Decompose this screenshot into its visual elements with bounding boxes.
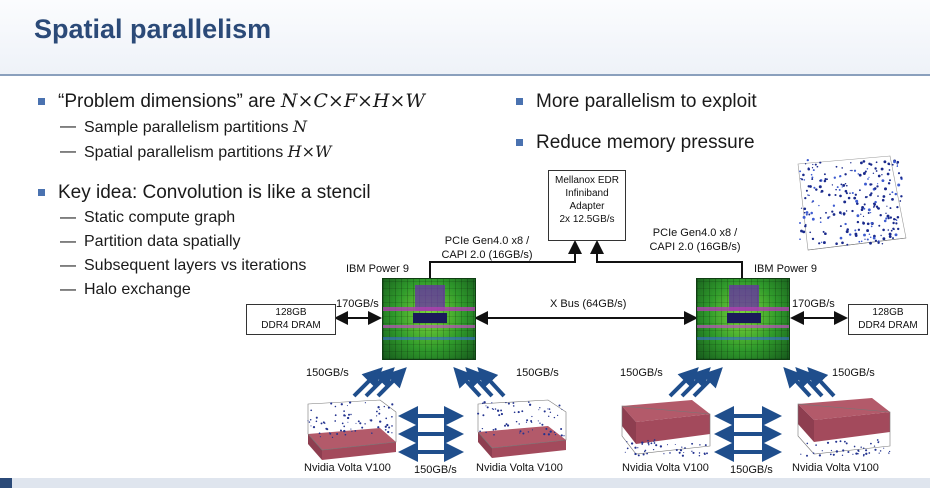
slide-footer-bar [0,478,930,488]
gpu-bw-label: 150GB/s [516,367,559,379]
gpu-label: Nvidia Volta V100 [476,462,563,474]
sub-bullet-item: — Subsequent layers vs iterations [38,254,468,278]
adapter-line: Mellanox EDR [555,175,619,186]
cpu-left-label: IBM Power 9 [346,263,409,275]
dram-line: DDR4 DRAM [858,320,918,331]
sub-bullet-math: H×W [287,142,332,161]
sub-bullet-text: Partition data spatially [84,233,241,250]
slide-title: Spatial parallelism [34,14,272,44]
dram-left-box: 128GB DDR4 DRAM [246,304,336,335]
pcie-left-link [429,240,582,278]
sub-bullet-sample-parallelism: — Sample parallelism partitions N [38,115,468,140]
bullet-square-icon [38,98,45,105]
sub-bullet-text: Halo exchange [84,281,191,298]
gpu-label: Nvidia Volta V100 [792,462,879,474]
dram-line: 128GB [872,307,904,318]
gpu-data-cube-3 [621,400,711,457]
nvlink-bw-label: 150GB/s [730,464,773,476]
dash-icon: — [60,233,76,250]
pcie-left-label: PCIe Gen4.0 x8 / CAPI 2.0 (16GB/s) [432,234,542,262]
right-bullet-list: More parallelism to exploit Reduce memor… [516,88,816,170]
bullet-math: N×C×F×H×W [280,90,425,112]
adapter-line: Infiniband [565,188,609,199]
sub-bullet-item: — Static compute graph [38,206,468,230]
adapter-line: Adapter [569,201,605,212]
dash-icon: — [60,257,76,274]
gpu-data-cube-4 [797,398,891,457]
sub-bullet-math: N [292,117,307,136]
bullet-key-idea: Key idea: Convolution is like a stencil [38,179,468,206]
bullet-problem-dimensions: “Problem dimensions” are N×C×F×H×W [38,88,468,115]
sub-bullet-text: Sample parallelism partitions [84,119,293,136]
bullet-text: Key idea: Convolution is like a stencil [58,182,371,203]
sub-bullet-text: Subsequent layers vs iterations [84,257,307,274]
dash-icon: — [60,118,76,135]
gpu-label: Nvidia Volta V100 [304,462,391,474]
sub-bullet-text: Static compute graph [84,209,236,226]
pcie-right-link [590,240,743,278]
left-bullet-list: “Problem dimensions” are N×C×F×H×W — Sam… [38,88,468,302]
bullet-more-parallelism: More parallelism to exploit [516,88,816,115]
nvlink-bw-label: 150GB/s [414,464,457,476]
xbus-label: X Bus (64GB/s) [550,298,627,310]
gpu-bw-label: 150GB/s [832,367,875,379]
sub-bullet-spatial-parallelism: — Spatial parallelism partitions H×W [38,140,468,165]
scatter-cube-image [797,155,907,251]
gpu-data-cube-2 [477,399,567,458]
dash-icon: — [60,209,76,226]
bullet-square-icon [38,189,45,196]
dram-line: 128GB [275,307,307,318]
bullet-square-icon [516,139,523,146]
bullet-text: More parallelism to exploit [536,91,757,112]
pcie-right-label: PCIe Gen4.0 x8 / CAPI 2.0 (16GB/s) [640,226,750,254]
sub-bullet-item: — Halo exchange [38,278,468,302]
adapter-line: 2x 12.5GB/s [559,214,615,225]
bullet-memory-pressure: Reduce memory pressure [516,129,816,156]
pcie-line: CAPI 2.0 (16GB/s) [649,241,741,253]
dram-right-bw-label: 170GB/s [792,298,835,310]
dash-icon: — [60,143,76,160]
cpu-right-label: IBM Power 9 [754,263,817,275]
pcie-line: PCIe Gen4.0 x8 / [444,235,530,247]
gpu-bw-label: 150GB/s [306,367,349,379]
bullet-text: “Problem dimensions” are [58,91,281,112]
pcie-line: CAPI 2.0 (16GB/s) [441,249,533,261]
dash-icon: — [60,281,76,298]
cpu-chip-right [696,278,790,360]
bullet-text: Reduce memory pressure [536,132,755,153]
gpu-data-cube-1 [307,399,397,460]
gpu-label: Nvidia Volta V100 [622,462,709,474]
pcie-line: PCIe Gen4.0 x8 / [652,227,738,239]
dram-right-box: 128GB DDR4 DRAM [848,304,928,335]
dram-left-bw-label: 170GB/s [336,298,379,310]
infiniband-adapter-box: Mellanox EDR Infiniband Adapter 2x 12.5G… [548,170,626,241]
dram-line: DDR4 DRAM [261,320,321,331]
cpu-chip-left [382,278,476,360]
slide-header: Spatial parallelism [0,0,930,76]
sub-bullet-text: Spatial parallelism partitions [84,144,288,161]
bullet-square-icon [516,98,523,105]
sub-bullet-item: — Partition data spatially [38,230,468,254]
gpu-bw-label: 150GB/s [620,367,663,379]
